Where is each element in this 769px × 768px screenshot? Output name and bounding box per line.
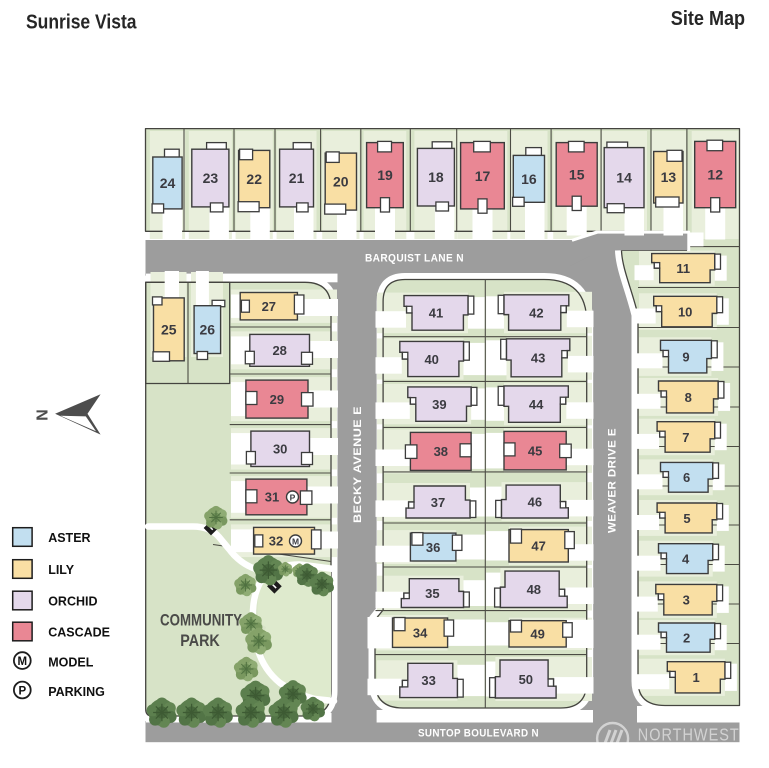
svg-text:MODEL: MODEL <box>48 656 93 670</box>
svg-text:WEAVER DRIVE E: WEAVER DRIVE E <box>606 428 618 533</box>
svg-text:21: 21 <box>289 170 305 186</box>
svg-text:ORCHID: ORCHID <box>48 595 97 609</box>
svg-text:10: 10 <box>678 304 692 319</box>
svg-text:14: 14 <box>616 170 632 186</box>
svg-text:N: N <box>33 409 50 421</box>
svg-text:LILY: LILY <box>48 563 75 577</box>
svg-text:3: 3 <box>683 592 690 607</box>
svg-text:11: 11 <box>676 261 690 276</box>
svg-text:45: 45 <box>528 443 542 458</box>
svg-text:M: M <box>292 537 299 547</box>
svg-text:33: 33 <box>421 673 435 688</box>
svg-text:PARK: PARK <box>180 632 220 650</box>
svg-text:32: 32 <box>269 534 283 549</box>
svg-text:49: 49 <box>530 627 544 642</box>
svg-text:29: 29 <box>270 392 284 407</box>
svg-text:47: 47 <box>531 539 545 554</box>
svg-text:17: 17 <box>475 168 491 184</box>
svg-text:48: 48 <box>527 582 541 597</box>
svg-text:30: 30 <box>273 442 287 457</box>
svg-text:36: 36 <box>426 540 440 555</box>
svg-text:BARQUIST LANE N: BARQUIST LANE N <box>365 253 464 265</box>
svg-text:M: M <box>18 656 28 668</box>
svg-text:25: 25 <box>161 321 177 337</box>
svg-text:41: 41 <box>429 306 443 321</box>
svg-text:16: 16 <box>521 171 537 187</box>
svg-text:Sunrise Vista: Sunrise Vista <box>26 12 137 34</box>
svg-text:12: 12 <box>707 167 723 183</box>
svg-text:Site Map: Site Map <box>671 8 745 30</box>
svg-text:NORTHWEST: NORTHWEST <box>638 724 740 744</box>
svg-text:COMMUNITY: COMMUNITY <box>160 612 242 630</box>
svg-text:42: 42 <box>529 305 543 320</box>
svg-text:13: 13 <box>661 169 677 185</box>
svg-text:5: 5 <box>683 511 690 526</box>
svg-text:15: 15 <box>569 166 585 182</box>
svg-text:43: 43 <box>531 351 545 366</box>
svg-text:37: 37 <box>431 495 445 510</box>
svg-text:23: 23 <box>203 170 219 186</box>
svg-text:31: 31 <box>265 490 279 505</box>
svg-text:39: 39 <box>432 397 446 412</box>
svg-text:P: P <box>290 493 296 503</box>
svg-text:7: 7 <box>682 430 689 445</box>
svg-text:PARKING: PARKING <box>48 685 105 699</box>
svg-text:34: 34 <box>413 626 428 641</box>
svg-text:BECKY AVENUE E: BECKY AVENUE E <box>352 406 364 523</box>
svg-text:50: 50 <box>519 672 533 687</box>
svg-text:38: 38 <box>434 444 448 459</box>
svg-text:1: 1 <box>692 670 699 685</box>
svg-text:28: 28 <box>272 343 286 358</box>
svg-text:9: 9 <box>682 349 689 364</box>
svg-text:CASCADE: CASCADE <box>48 626 110 640</box>
svg-text:44: 44 <box>529 397 544 412</box>
svg-text:4: 4 <box>682 552 690 567</box>
svg-text:27: 27 <box>262 299 276 314</box>
svg-text:20: 20 <box>333 174 349 190</box>
svg-text:2: 2 <box>683 630 690 645</box>
svg-text:22: 22 <box>246 171 262 187</box>
svg-text:35: 35 <box>425 586 439 601</box>
svg-text:ASTER: ASTER <box>48 531 90 545</box>
svg-text:40: 40 <box>424 352 438 367</box>
svg-text:19: 19 <box>377 167 393 183</box>
svg-text:6: 6 <box>683 470 690 485</box>
svg-text:P: P <box>18 685 26 697</box>
svg-text:26: 26 <box>200 322 216 338</box>
svg-text:46: 46 <box>528 494 542 509</box>
svg-text:8: 8 <box>685 390 692 405</box>
svg-text:24: 24 <box>160 175 176 191</box>
svg-text:18: 18 <box>428 169 444 185</box>
svg-text:SUNTOP BOULEVARD N: SUNTOP BOULEVARD N <box>418 728 539 740</box>
